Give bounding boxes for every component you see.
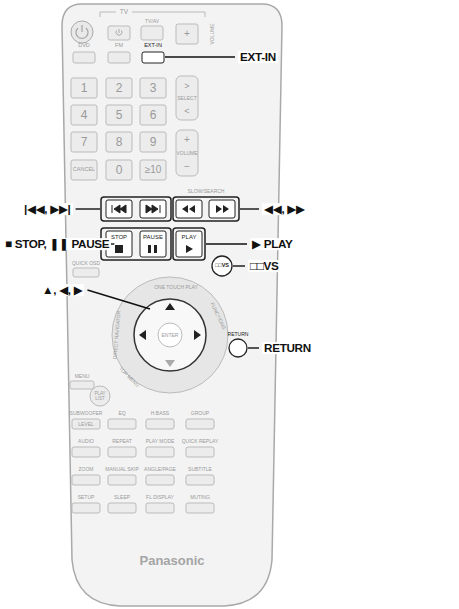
button-label: SELECT	[177, 96, 196, 101]
button-label: SLEEP	[114, 495, 130, 500]
button-label: SUBTITLE	[188, 467, 212, 472]
button-label: +	[184, 29, 190, 39]
button-label: PAUSE	[143, 234, 163, 240]
button-label: DVD	[78, 43, 90, 49]
button-label: Panasonic	[139, 554, 204, 567]
button-label: VOLUME	[176, 151, 197, 156]
button-label: 8	[116, 136, 123, 148]
button-label: FL DISPLAY	[146, 495, 174, 500]
button-label: ≥10	[145, 165, 162, 175]
leader-line	[165, 56, 235, 57]
button-label: H.BASS	[151, 411, 169, 416]
button-label: ZOOM	[79, 467, 94, 472]
button-label: 7	[81, 136, 88, 148]
button-label: QUICK OSD	[72, 261, 100, 266]
button-label: REPEAT	[112, 439, 132, 444]
button-label: TV	[120, 9, 128, 16]
button-label: 0	[116, 164, 123, 176]
button-label: 6	[150, 109, 157, 121]
button-label: EXT-IN	[144, 43, 162, 49]
button-label: PLAY MODE	[146, 439, 175, 444]
button-label: 3	[150, 82, 157, 94]
button-label: AUDIO	[78, 439, 94, 444]
callout-label: ▲, ◀, ▶	[40, 284, 84, 296]
callout-label: ◀◀, ▶▶	[262, 203, 307, 215]
button-label: MENU	[75, 374, 90, 379]
button-label: 2	[116, 82, 123, 94]
callout-label: ■ STOP, ❚❚ PAUSE	[3, 238, 111, 250]
callout-label: ▶ PLAY	[250, 238, 295, 250]
callout-label: □□VS	[248, 260, 281, 272]
leader-line	[206, 243, 247, 244]
leader-line	[87, 290, 150, 309]
button-label: SLOW/SEARCH	[188, 189, 225, 194]
button-label: VOLUME	[210, 23, 215, 44]
button-label: MANUAL SKIP	[105, 467, 138, 472]
callout-label: EXT-IN	[238, 51, 278, 63]
button-label: MUTING	[190, 495, 210, 500]
button-label: QUICK REPLAY	[182, 439, 219, 444]
leader-line	[76, 208, 100, 209]
callout-label: RETURN	[262, 342, 313, 354]
leader-line	[233, 265, 245, 266]
button-label: TV/AV	[145, 19, 159, 24]
leader-line	[248, 347, 259, 348]
button-label: □□VS	[215, 263, 229, 269]
button-label: CANCEL	[73, 167, 95, 173]
button-label: SUBWOOFER	[70, 411, 103, 416]
button-label: STOP	[111, 234, 127, 240]
button-label: ANGLE/PAGE	[144, 467, 176, 472]
button-label: >	[184, 82, 189, 91]
button-label: PLAY	[182, 234, 197, 240]
button-label: EQ	[118, 411, 125, 416]
button-label: 1	[81, 82, 88, 94]
button-label: PLAY LIST	[92, 392, 108, 401]
button-label: ONE TOUCH PLAY	[154, 285, 198, 290]
leader-line	[240, 208, 259, 209]
button-label: +	[184, 135, 190, 145]
button-label: GROUP	[191, 411, 209, 416]
callout-label: |◀◀, ▶▶|	[22, 203, 73, 215]
button-label: RETURN	[228, 332, 249, 337]
button-label: FM	[115, 43, 123, 49]
button-label: 9	[150, 136, 157, 148]
button-label: 4	[81, 109, 88, 121]
button-label: −	[184, 162, 190, 172]
button-label: 5	[116, 109, 123, 121]
button-label: LEVEL	[78, 422, 94, 427]
button-label: SETUP	[78, 495, 95, 500]
button-label: ENTER	[162, 333, 179, 338]
button-label: <	[184, 107, 189, 116]
